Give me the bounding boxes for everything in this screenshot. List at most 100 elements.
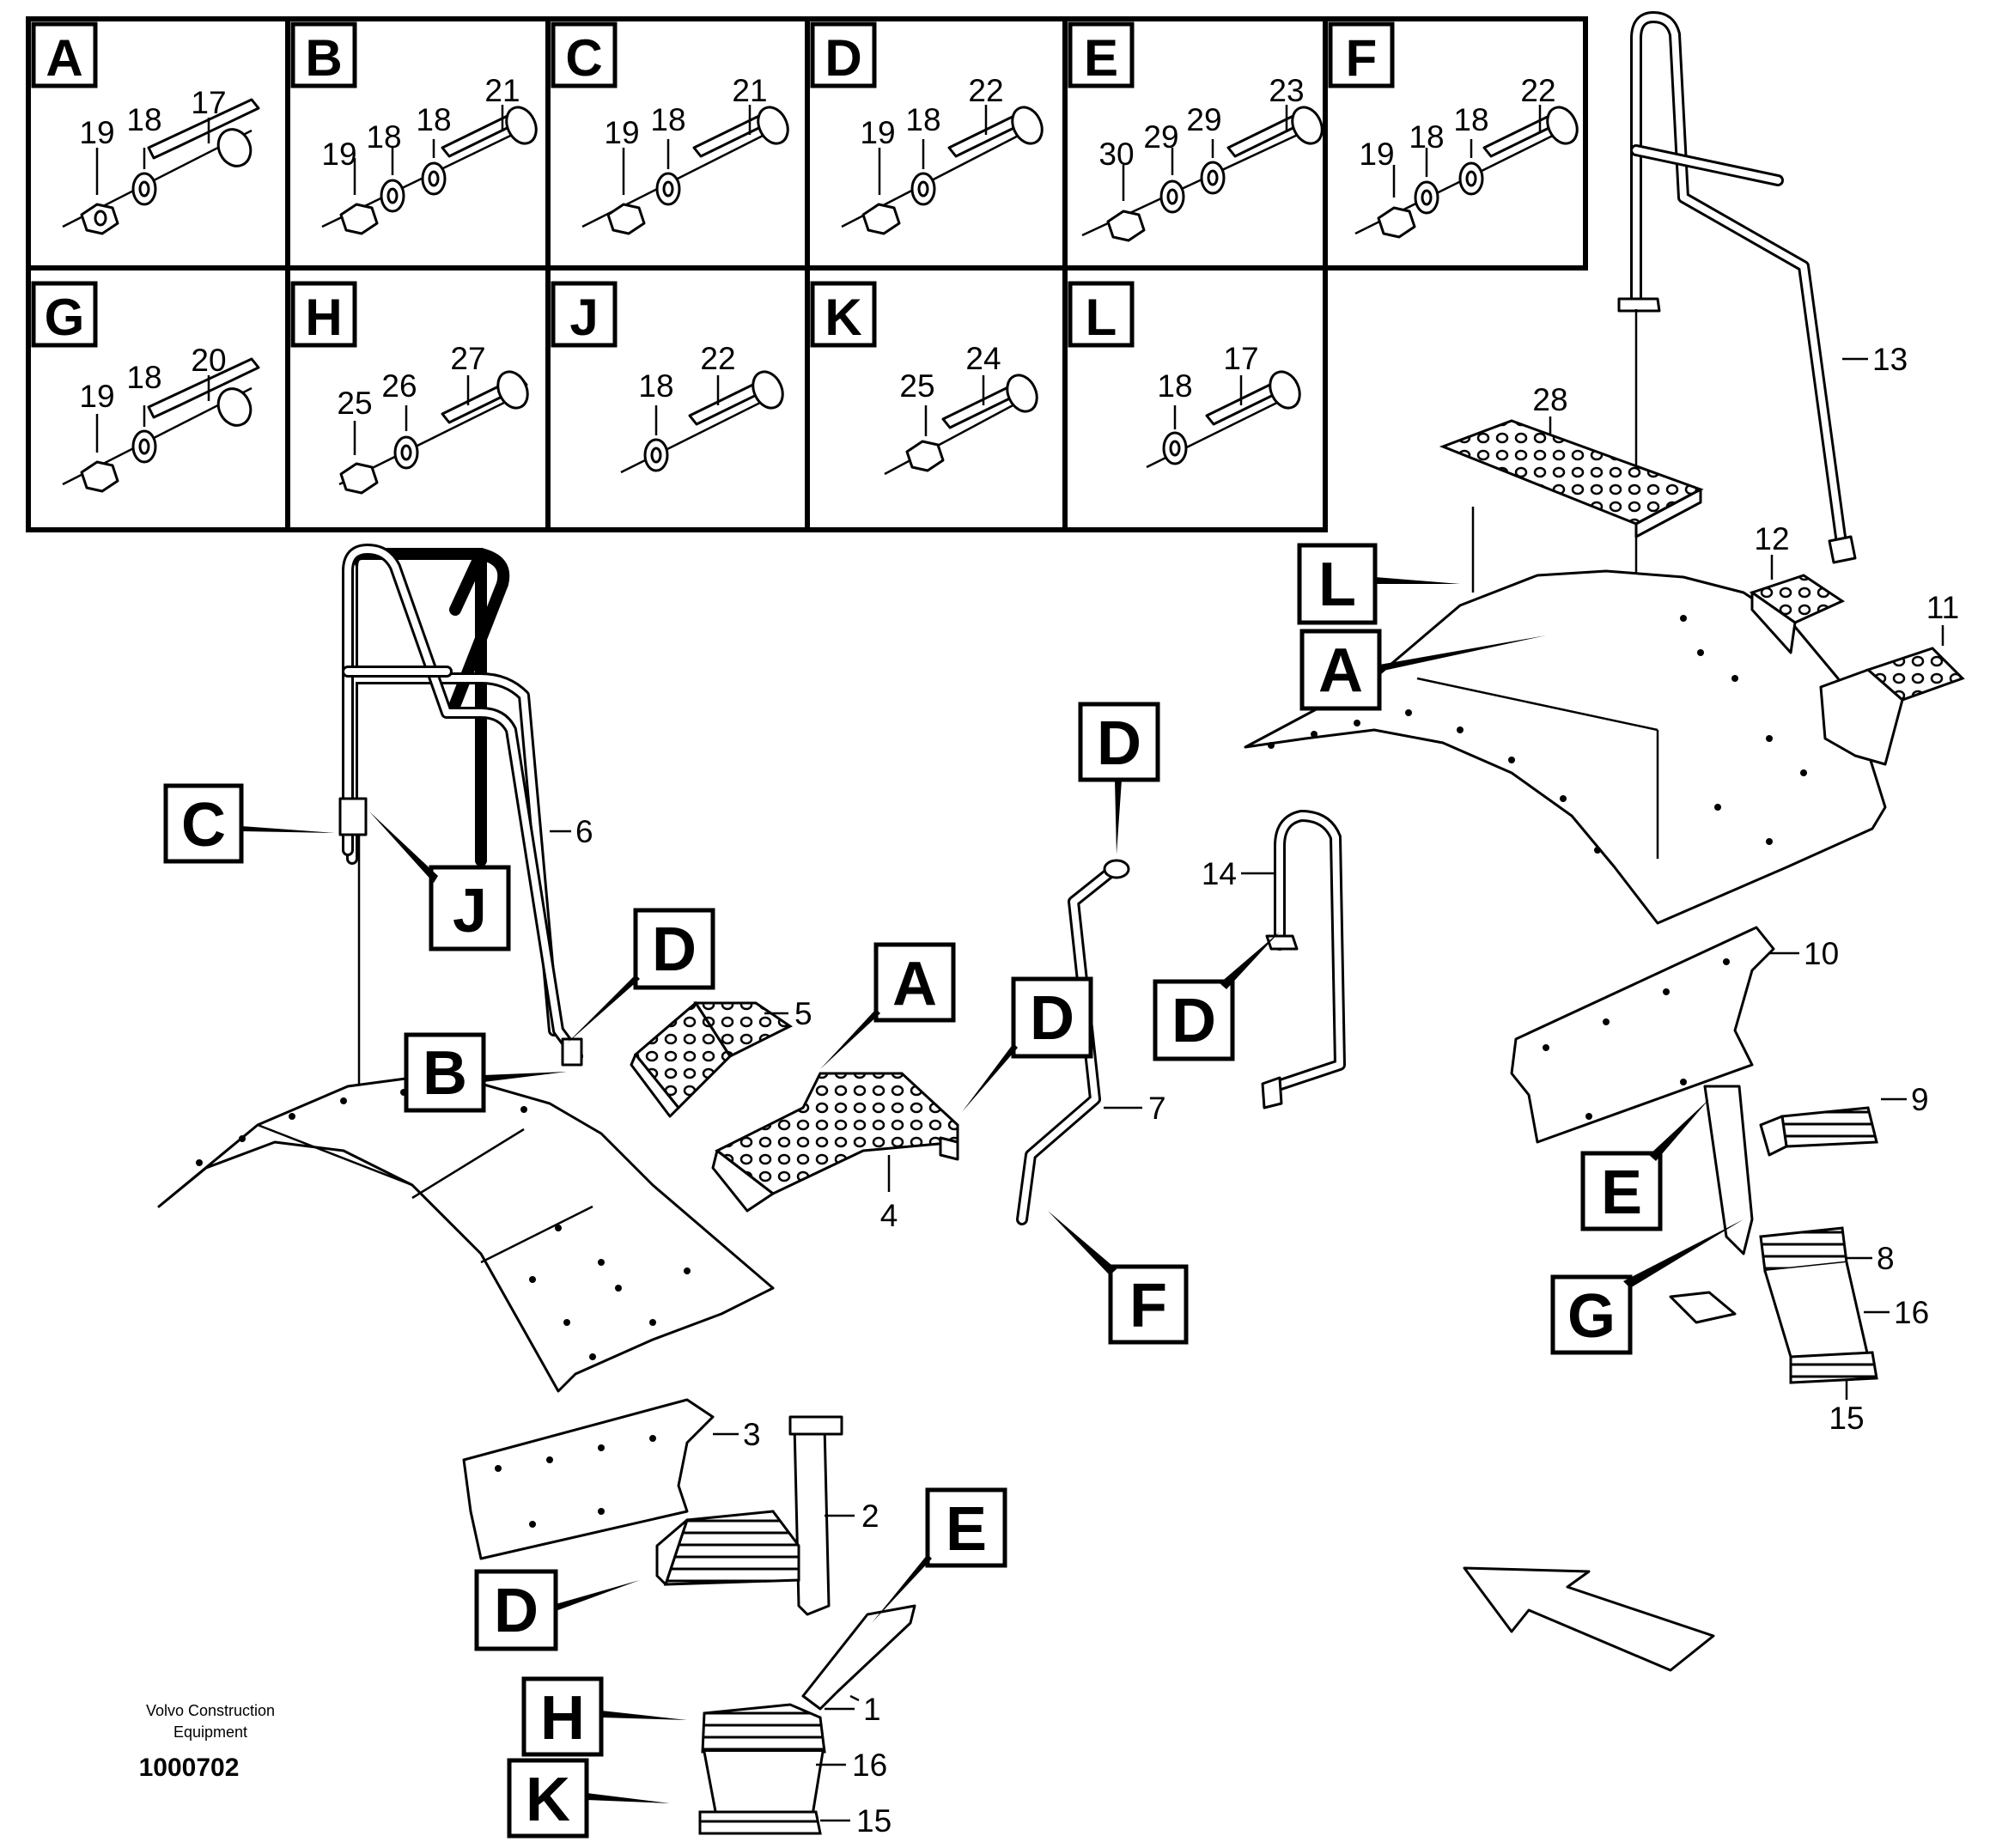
step-9 — [1703, 1085, 1878, 1255]
kit-label: 18 — [650, 102, 685, 137]
kit-cell-letter: A — [46, 29, 82, 87]
callout-letter: A — [892, 950, 937, 1018]
callout-k: K — [507, 1758, 670, 1839]
kit-cell-h: H 25 26 27 — [290, 281, 529, 495]
kit-cell-letter: H — [305, 289, 342, 346]
kit-label: 18 — [416, 102, 451, 137]
kit-cell-j: J 18 22 — [551, 281, 784, 474]
callout-l: L — [1297, 543, 1460, 625]
part-number: 15 — [1829, 1401, 1864, 1436]
callout-letter: H — [540, 1684, 585, 1753]
part-number: 12 — [1754, 521, 1789, 556]
kit-cell-letter: D — [825, 29, 861, 87]
kit-cell-l: L 18 17 — [1068, 281, 1301, 469]
kit-label: 18 — [1409, 119, 1444, 155]
callout-letter: K — [526, 1766, 570, 1834]
callout-letter: F — [1129, 1272, 1167, 1340]
callout-a-2: A — [1299, 629, 1546, 711]
step-11 — [1819, 647, 1965, 766]
step-1 — [698, 1604, 916, 1835]
callout-e-2: E — [1580, 1099, 1709, 1231]
part-number: 15 — [856, 1803, 892, 1839]
kit-label: 19 — [604, 115, 639, 150]
panel-10 — [1510, 926, 1775, 1144]
callout-letter: G — [1567, 1282, 1616, 1351]
kit-label: 18 — [1453, 102, 1488, 137]
callout-f: F — [1048, 1211, 1189, 1345]
step-12 — [1749, 574, 1846, 654]
part-number: 7 — [1148, 1091, 1166, 1126]
part-number: 14 — [1202, 856, 1237, 891]
kit-cell-f: F 19 18 18 22 — [1328, 21, 1579, 239]
panel-3 — [462, 1398, 715, 1560]
kit-cell-a: A 19 18 17 — [31, 21, 260, 235]
kit-label: 21 — [732, 73, 767, 108]
kit-label: 18 — [366, 119, 401, 155]
callout-a-1: A — [820, 942, 956, 1069]
step-8 — [1669, 1226, 1878, 1384]
callout-d-1: D — [567, 908, 715, 1043]
callout-letter: D — [1097, 709, 1141, 778]
part-number: 16 — [1894, 1295, 1929, 1330]
handrail-13 — [1617, 11, 1857, 601]
callout-c: C — [163, 783, 335, 864]
callout-letter: B — [423, 1039, 467, 1108]
callout-letter: D — [1030, 984, 1074, 1053]
part-number: 1 — [863, 1692, 881, 1727]
part-number: 5 — [794, 996, 812, 1031]
kit-label: 19 — [860, 115, 895, 150]
kit-cell-c: C 19 18 21 — [551, 21, 789, 235]
kit-cell-g: G 19 18 20 — [31, 281, 260, 493]
kit-label: 26 — [381, 368, 417, 404]
kit-label: 18 — [126, 360, 161, 395]
part-number: 8 — [1877, 1241, 1895, 1276]
kit-label: 29 — [1186, 102, 1221, 137]
step-2 — [655, 1415, 843, 1616]
fender-left — [157, 1076, 775, 1393]
callout-h: H — [521, 1676, 687, 1757]
kit-label: 19 — [79, 115, 114, 150]
callout-letter: E — [1601, 1158, 1642, 1227]
kit-label: 22 — [700, 341, 735, 376]
callout-g: G — [1550, 1219, 1744, 1355]
part-number: 6 — [575, 814, 593, 849]
callout-d-4: D — [1153, 932, 1280, 1061]
callout-letter: A — [1318, 636, 1363, 705]
kit-cell-b: B 19 18 18 21 — [290, 21, 538, 235]
part-number: 3 — [743, 1417, 761, 1452]
footer: Volvo Construction Equipment 1000702 — [139, 1702, 275, 1782]
kit-label: 25 — [337, 386, 372, 421]
kit-label: 23 — [1269, 73, 1304, 108]
company-name-line1: Volvo Construction — [146, 1702, 275, 1719]
callout-letter: D — [652, 915, 697, 984]
kit-label: 18 — [638, 368, 673, 404]
part-number: 16 — [852, 1748, 887, 1783]
drawing-number: 1000702 — [139, 1754, 240, 1782]
kit-cell-e: E 30 29 29 23 — [1068, 21, 1324, 242]
callout-d-2: D — [962, 976, 1093, 1112]
kit-cell-d: D 19 18 22 — [810, 21, 1044, 235]
kit-label: 22 — [1520, 73, 1555, 108]
callout-d-5: D — [474, 1569, 640, 1651]
callout-letter: L — [1318, 550, 1356, 619]
callout-letter: D — [494, 1577, 539, 1645]
kit-label: 20 — [191, 343, 226, 378]
kit-label: 18 — [1157, 368, 1192, 404]
kit-label: 19 — [79, 379, 114, 414]
kit-cell-letter: E — [1084, 29, 1118, 87]
callout-j: J — [369, 812, 511, 951]
part-labels: 1 2 3 4 5 6 7 8 9 10 11 12 13 14 15 15 1 — [550, 342, 1959, 1839]
kit-label: 22 — [968, 73, 1003, 108]
step-4 — [711, 1072, 959, 1213]
step-5 — [630, 1000, 793, 1118]
company-name-line2: Equipment — [173, 1723, 247, 1741]
callout-letter: D — [1171, 987, 1216, 1055]
part-number: 2 — [861, 1498, 879, 1534]
callout-b: B — [404, 1032, 567, 1113]
callout-e-1: E — [872, 1487, 1007, 1623]
kit-cell-letter: K — [825, 289, 861, 346]
kit-label: 27 — [450, 341, 485, 376]
handrail-6-frame — [338, 544, 583, 1067]
kit-label: 17 — [1223, 341, 1258, 376]
part-number: 10 — [1804, 936, 1839, 971]
